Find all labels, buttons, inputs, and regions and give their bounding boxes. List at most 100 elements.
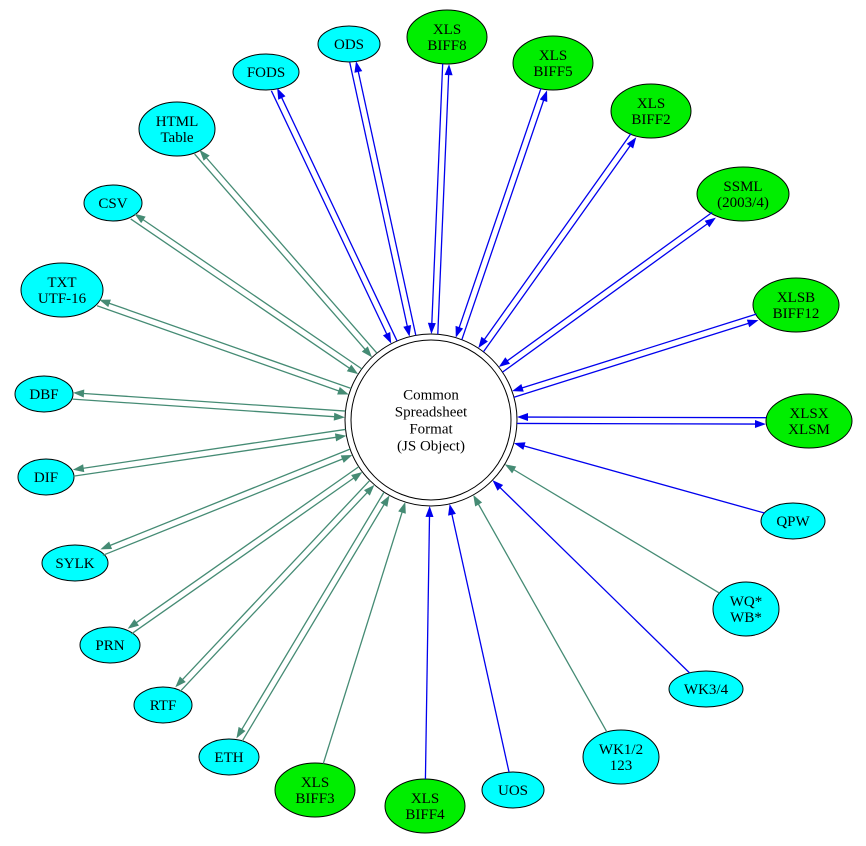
format-node-ssml: SSML(2003/4)	[696, 166, 790, 222]
format-node-fods: FODS	[232, 53, 300, 91]
node-ellipse-xlsb	[752, 277, 840, 333]
node-ellipse-wq-wb	[712, 581, 780, 637]
node-ellipse-txt-utf16	[20, 262, 104, 318]
edge-xls-biff2-write	[482, 137, 637, 353]
edge-wk12-123-read	[473, 494, 608, 733]
edge-xls-biff8-read	[427, 63, 444, 334]
edge-wk34-read	[492, 480, 690, 674]
node-ellipse-fods	[232, 53, 300, 91]
edge-xlsb-read	[512, 313, 757, 392]
node-label-dif: DIF	[34, 470, 58, 486]
node-label-qpw: QPW	[776, 514, 810, 530]
format-node-ods: ODS	[317, 25, 381, 63]
edge-sylk-read	[102, 455, 353, 556]
node-ellipse-csv	[83, 184, 143, 222]
node-ellipse-ssml	[696, 166, 790, 222]
edge-rtf-read	[179, 484, 375, 693]
node-ellipse-xls-biff5	[512, 35, 594, 91]
edge-xls-biff8-write	[437, 64, 453, 335]
edge-dbf-read	[72, 398, 345, 421]
node-ellipse-dif	[17, 458, 75, 496]
node-ellipse-ods	[317, 25, 381, 63]
node-ellipse-dbf	[14, 375, 74, 413]
edge-fods-write	[277, 88, 398, 342]
node-ellipse-rtf	[133, 686, 193, 724]
node-ellipse-uos	[481, 771, 545, 809]
edge-xls-biff3-read	[322, 502, 406, 764]
node-label-eth: ETH	[214, 750, 243, 766]
node-ellipse-html-table	[138, 101, 216, 157]
center-outer-circle	[344, 333, 518, 507]
node-ellipse-xls-biff2	[610, 83, 692, 139]
node-label-rtf: RTF	[150, 698, 177, 714]
format-node-prn: PRN	[79, 626, 141, 664]
format-node-uos: UOS	[481, 771, 545, 809]
edge-prn-write	[127, 466, 360, 629]
node-ellipse-eth	[198, 738, 260, 776]
edge-sylk-write	[100, 448, 351, 550]
edge-dif-write	[72, 428, 346, 473]
edge-xlsx-xlsm-write	[516, 420, 766, 429]
edge-xls-biff5-read	[455, 88, 542, 338]
node-ellipse-xls-biff8	[406, 9, 488, 65]
edge-xls-biff5-write	[461, 90, 548, 340]
node-ellipse-xls-biff4	[384, 778, 466, 834]
edge-eth-write	[236, 491, 385, 739]
format-node-eth: ETH	[198, 738, 260, 776]
edge-uos-read	[448, 503, 510, 773]
edge-prn-read	[130, 471, 363, 635]
format-node-wk34: WK3/4	[668, 670, 744, 708]
node-label-ods: ODS	[334, 37, 364, 53]
edge-csv-read	[130, 218, 359, 375]
node-ellipse-wk34	[668, 670, 744, 708]
center-inner-circle	[350, 339, 512, 501]
format-node-csv: CSV	[83, 184, 143, 222]
format-node-sylk: SYLK	[41, 544, 109, 582]
node-label-fods: FODS	[247, 65, 285, 81]
edge-html-table-read	[194, 153, 373, 358]
node-ellipse-prn	[79, 626, 141, 664]
edge-ssml-read	[498, 211, 713, 367]
format-node-dbf: DBF	[14, 375, 74, 413]
format-node-dif: DIF	[17, 458, 75, 496]
edge-qpw-read	[513, 442, 765, 514]
edge-html-table-write	[199, 149, 378, 354]
node-label-csv: CSV	[98, 196, 127, 212]
edge-xls-biff4-read	[424, 505, 434, 780]
node-ellipse-sylk	[41, 544, 109, 582]
edge-wq-wb-read	[504, 464, 720, 594]
node-ellipse-qpw	[760, 502, 826, 540]
edge-xlsx-xlsm-read	[517, 413, 767, 422]
node-ellipse-wk12-123	[582, 729, 660, 785]
node-label-ssml: SSML(2003/4)	[717, 179, 769, 211]
node-label-uos: UOS	[498, 783, 528, 799]
edge-txt-utf16-write	[99, 299, 352, 390]
node-label-prn: PRN	[95, 638, 124, 654]
node-label-wq-wb: WQ*WB*	[730, 594, 763, 626]
edge-ssml-write	[502, 217, 716, 373]
edge-csv-write	[134, 213, 363, 370]
node-label-dbf: DBF	[29, 387, 58, 403]
node-ellipse-xlsx-xlsm	[765, 393, 853, 449]
node-label-sylk: SYLK	[55, 556, 94, 572]
edge-dbf-write	[73, 389, 346, 412]
